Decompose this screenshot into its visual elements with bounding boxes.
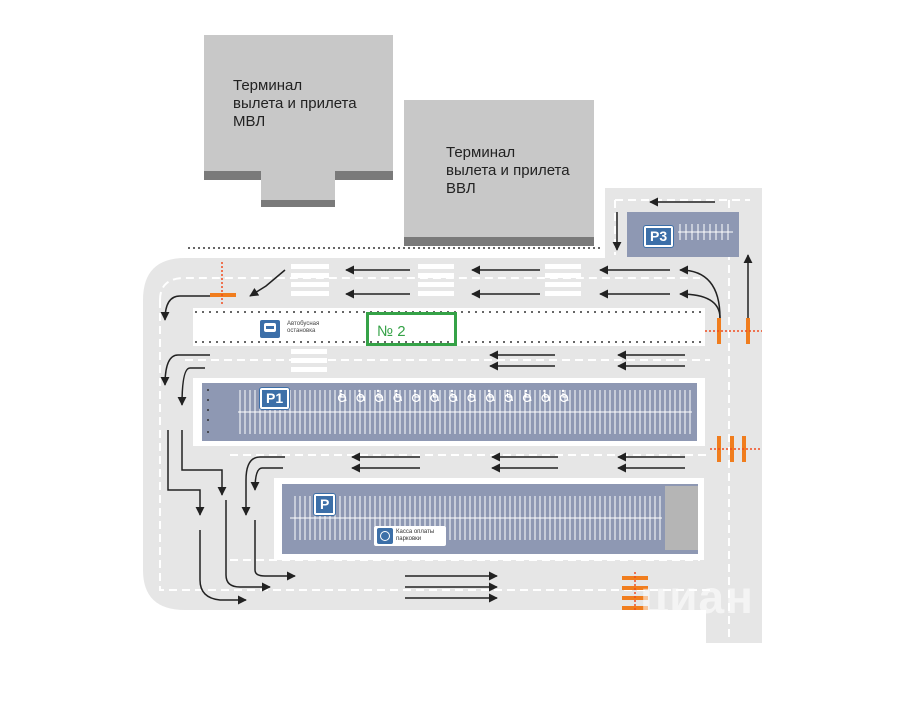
bus-stop-label: Автобусная остановка: [287, 321, 320, 334]
terminal-mvl-label: Терминал вылета и прилета МВЛ: [233, 77, 357, 130]
disabled-parking-icon: [411, 389, 421, 403]
terminal-vvl-label: Терминал вылета и прилета ВВЛ: [446, 144, 570, 197]
zone-p1-badge: P1: [260, 388, 290, 409]
location-marker-label: № 2: [377, 323, 406, 340]
disabled-parking-icon: [559, 389, 569, 403]
terminal-mvl: [204, 35, 393, 207]
disabled-parking-icon: [467, 389, 477, 403]
parking-p1-area: [193, 378, 705, 446]
disabled-parking-icon: [504, 389, 514, 403]
terminal-vvl: [404, 100, 594, 246]
parking-p-area: [274, 478, 704, 560]
zone-p3-badge: P3: [644, 226, 674, 247]
bus-icon: [260, 320, 280, 338]
disabled-parking-icon: [485, 389, 495, 403]
disabled-parking-icon: [356, 389, 366, 403]
disabled-parking-icon: [522, 389, 532, 403]
payment-kiosk: Касса оплаты парковки: [374, 526, 446, 546]
zone-p-badge: P: [314, 494, 336, 515]
barrier-lines: [221, 262, 762, 612]
disabled-parking-icon: [374, 389, 384, 403]
location-marker-box: [366, 312, 457, 346]
watermark-logo: циан: [640, 571, 754, 623]
crosswalks: [291, 264, 581, 372]
traffic-arrows: [160, 197, 753, 605]
disabled-parking-icon: [337, 389, 347, 403]
disabled-parking-icon: [393, 389, 403, 403]
payment-kiosk-label: Касса оплаты парковки: [396, 529, 435, 542]
disabled-parking-icon: [541, 389, 551, 403]
parking-payment-icon: [377, 528, 393, 544]
disabled-parking-icon: [448, 389, 458, 403]
disabled-parking-spots: [337, 389, 569, 403]
disabled-parking-icon: [430, 389, 440, 403]
